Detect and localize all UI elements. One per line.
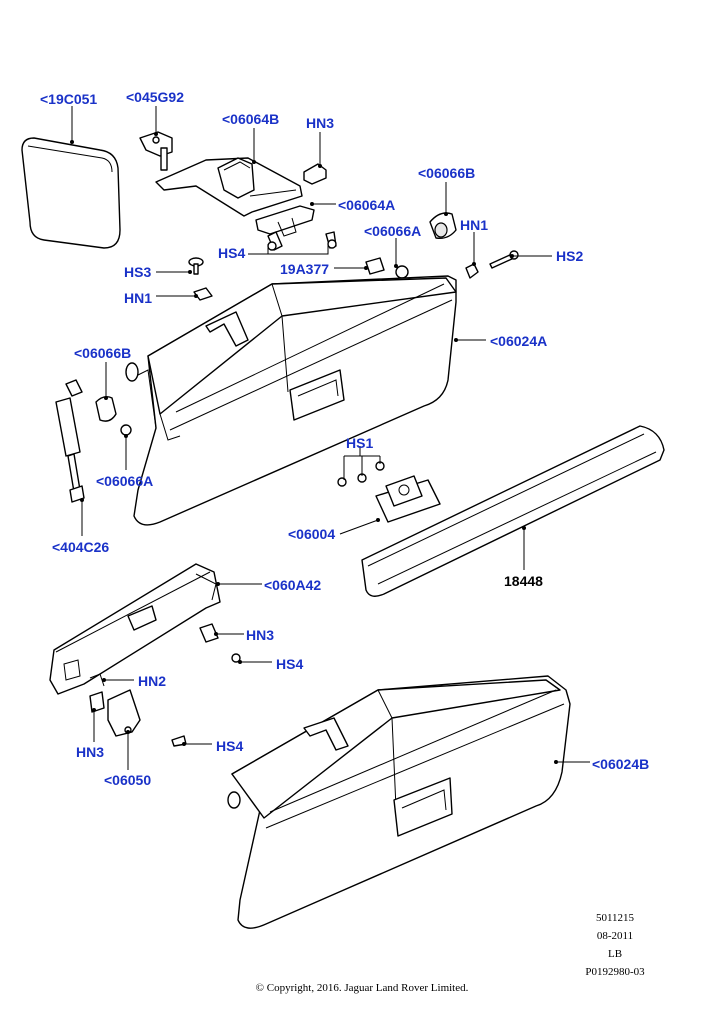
part-06066B-bumper-left	[95, 395, 117, 422]
part-06066A-bumper-top	[395, 265, 409, 279]
part-19C051-pad	[21, 137, 121, 249]
callout-19C051[interactable]: <19C051	[40, 91, 97, 107]
part-06064A-bracket	[255, 205, 337, 251]
part-19A377-clip	[365, 257, 385, 275]
callout-045G92[interactable]: <045G92	[126, 89, 184, 105]
part-HS2-screw	[489, 250, 519, 269]
callout-HN1-left[interactable]: HN1	[124, 290, 152, 306]
callout-18448[interactable]: 18448	[504, 573, 543, 589]
callout-06064A[interactable]: <06064A	[338, 197, 395, 213]
part-HN3-clip-mid	[199, 623, 219, 643]
callout-06004[interactable]: <06004	[288, 526, 335, 542]
part-045G92-bracket	[139, 131, 173, 171]
part-HS4-screw-mid	[231, 653, 241, 663]
callout-HN2[interactable]: HN2	[138, 673, 166, 689]
meta-ref: P0192980-03	[585, 966, 645, 978]
part-06050-hinge	[89, 673, 141, 737]
part-HN3-clip-top	[303, 163, 327, 185]
part-06064B-plate	[155, 157, 303, 217]
callout-19A377[interactable]: 19A377	[280, 261, 329, 277]
callout-HN3-low[interactable]: HN3	[76, 744, 104, 760]
callout-06024B[interactable]: <06024B	[592, 756, 649, 772]
callout-HS1[interactable]: HS1	[346, 435, 373, 451]
part-060A42-frame	[49, 563, 221, 695]
part-HN1-nut-left	[193, 287, 213, 301]
callout-HS4-top[interactable]: HS4	[218, 245, 245, 261]
meta-date: 08-2011	[596, 930, 634, 942]
part-18448-strip	[361, 425, 665, 597]
callout-06050[interactable]: <06050	[104, 772, 151, 788]
part-06066B-bumper-top	[429, 212, 457, 240]
callout-06066A-left[interactable]: <06066A	[96, 473, 153, 489]
copyright-notice: © Copyright, 2016. Jaguar Land Rover Lim…	[255, 982, 469, 994]
callout-06064B[interactable]: <06064B	[222, 111, 279, 127]
callout-HN3-mid[interactable]: HN3	[246, 627, 274, 643]
callout-HN3-top[interactable]: HN3	[306, 115, 334, 131]
callout-HN1-right[interactable]: HN1	[460, 217, 488, 233]
callout-HS2[interactable]: HS2	[556, 248, 583, 264]
callout-HS4-low[interactable]: HS4	[216, 738, 243, 754]
callout-06066B-left[interactable]: <06066B	[74, 345, 131, 361]
part-HS3-screw	[188, 257, 204, 275]
meta-code: 5011215	[595, 912, 635, 924]
part-HN1-nut-right	[465, 263, 479, 279]
callout-060A42[interactable]: <060A42	[264, 577, 321, 593]
part-06024A-glovebox	[125, 275, 457, 526]
part-404C26-strut	[55, 379, 85, 503]
callout-06066A-top[interactable]: <06066A	[364, 223, 421, 239]
part-06004-latch	[337, 461, 441, 523]
part-06024B-glovebox	[227, 675, 571, 929]
callout-06024A[interactable]: <06024A	[490, 333, 547, 349]
callout-06066B-top[interactable]: <06066B	[418, 165, 475, 181]
callouts: <19C051 <045G92 <06064B HN3 <06064A <060…	[40, 89, 649, 788]
meta-region: LB	[607, 948, 623, 960]
part-06066A-bumper-left	[120, 424, 132, 436]
callout-HS4-mid[interactable]: HS4	[276, 656, 303, 672]
leader-lines	[70, 106, 590, 770]
callout-404C26[interactable]: <404C26	[52, 539, 109, 555]
callout-HS3[interactable]: HS3	[124, 264, 151, 280]
